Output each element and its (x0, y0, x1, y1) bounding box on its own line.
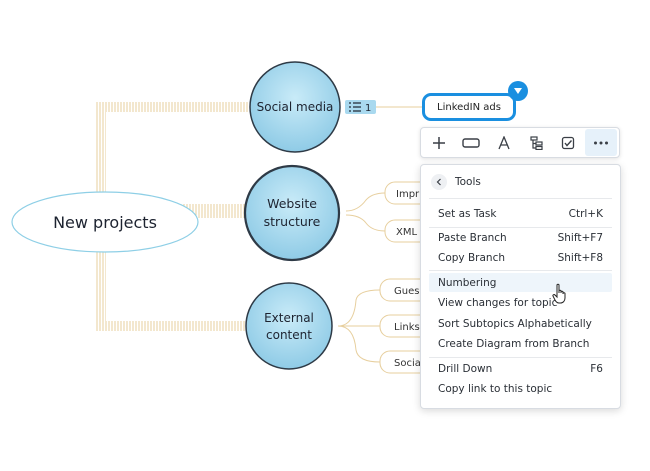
add-topic-button[interactable] (423, 129, 455, 156)
svg-text:Socia: Socia (394, 358, 421, 369)
triangle-down-icon (514, 88, 522, 94)
menu-item-create-diagram[interactable]: Create Diagram from Branch (429, 334, 612, 353)
central-topic[interactable]: New projects (11, 191, 199, 253)
svg-text:New projects: New projects (53, 213, 157, 232)
menu-separator (429, 270, 612, 271)
menu-item-label: Sort Subtopics Alphabetically (438, 317, 592, 330)
add-icon (433, 136, 446, 149)
svg-text:Impr: Impr (396, 189, 420, 200)
menu-item-set-as-task[interactable]: Set as Task Ctrl+K (429, 204, 612, 223)
svg-text:Gues: Gues (394, 286, 419, 297)
menu-header: Tools (431, 173, 481, 191)
menu-item-drill-down[interactable]: Drill Down F6 (429, 359, 612, 378)
menu-item-numbering[interactable]: Numbering (429, 273, 612, 292)
menu-item-shortcut: Ctrl+K (568, 207, 603, 220)
task-icon (562, 136, 575, 149)
shape-icon (462, 137, 481, 148)
topic-website-structure[interactable]: Website structure (243, 164, 341, 262)
back-button[interactable] (431, 174, 447, 190)
menu-separator (429, 357, 612, 358)
svg-text:XML: XML (396, 227, 417, 238)
text-format-button[interactable] (488, 129, 520, 156)
topic-external-content[interactable]: External content (245, 282, 333, 370)
menu-title: Tools (455, 176, 481, 188)
menu-item-label: Numbering (438, 276, 497, 289)
list-icon (349, 102, 361, 112)
menu-item-label: Create Diagram from Branch (438, 337, 590, 350)
menu-item-view-changes[interactable]: View changes for topic (429, 293, 612, 312)
text-format-icon (498, 135, 510, 149)
svg-text:Website: Website (267, 196, 317, 211)
menu-item-paste-branch[interactable]: Paste Branch Shift+F7 (429, 228, 612, 247)
numbering-badge[interactable]: 1 (345, 100, 376, 114)
more-button[interactable] (584, 129, 617, 156)
svg-text:External: External (264, 311, 314, 325)
structure-button[interactable] (520, 129, 552, 156)
menu-item-shortcut: F6 (590, 362, 603, 375)
structure-icon (530, 135, 543, 150)
menu-item-label: Paste Branch (438, 231, 507, 244)
menu-item-label: Copy Branch (438, 251, 506, 264)
menu-item-label: Drill Down (438, 362, 493, 375)
hand-pointer-icon (552, 283, 566, 304)
menu-item-shortcut: Shift+F8 (557, 251, 603, 264)
menu-item-shortcut: Shift+F7 (557, 231, 603, 244)
tools-menu: Tools Set as Task Ctrl+K Paste Branch Sh… (420, 164, 621, 409)
menu-item-copy-link[interactable]: Copy link to this topic (429, 379, 612, 398)
svg-text:1: 1 (365, 103, 371, 114)
menu-separator (429, 227, 612, 228)
menu-item-copy-branch[interactable]: Copy Branch Shift+F8 (429, 248, 612, 267)
menu-separator (429, 198, 612, 199)
topic-dropdown-badge[interactable] (508, 81, 528, 101)
shape-button[interactable] (455, 129, 487, 156)
sub-connectors (337, 106, 424, 363)
svg-text:Social media: Social media (257, 100, 334, 114)
svg-text:content: content (266, 328, 312, 342)
menu-item-label: Copy link to this topic (438, 382, 553, 395)
svg-text:structure: structure (264, 214, 321, 229)
menu-item-label: View changes for topic (438, 296, 558, 309)
topic-social-media[interactable]: Social media (249, 61, 341, 153)
task-button[interactable] (552, 129, 584, 156)
topic-toolbar (420, 127, 620, 158)
chevron-left-icon (436, 178, 441, 186)
menu-item-label: Set as Task (438, 207, 497, 220)
selected-topic-label: LinkedIN ads (437, 101, 501, 113)
menu-item-sort-subtopics[interactable]: Sort Subtopics Alphabetically (429, 314, 612, 333)
more-icon (593, 141, 608, 144)
selected-topic-linkedin-ads[interactable]: LinkedIN ads (422, 93, 516, 121)
svg-text:Links: Links (394, 322, 420, 333)
